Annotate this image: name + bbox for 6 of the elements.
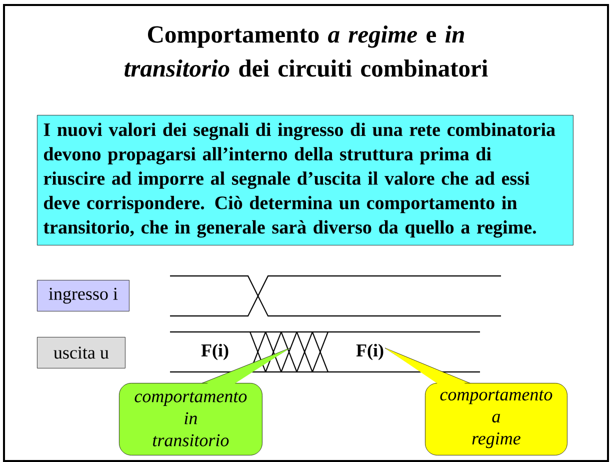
function-label: F(i) xyxy=(356,344,384,360)
signal-label-box: ingresso i xyxy=(37,280,130,312)
title: Comportamento a regime e in transitorio dei circuiti combinatori xyxy=(124,26,488,77)
text-box: I nuovi valori dei segnali di ingresso di una rete combinatoria devono propagarsi all’interno della struttura prima di riuscire ad imporre al segnale d’uscita il valore che ad essi deve corrispondere. Ciò determina un comportamento in transitorio, che in generale sarà diverso da quello a regime. xyxy=(37,115,574,246)
callout-bubble: comportamento a regime xyxy=(384,348,568,456)
signal-label-box: uscita u xyxy=(37,336,126,368)
